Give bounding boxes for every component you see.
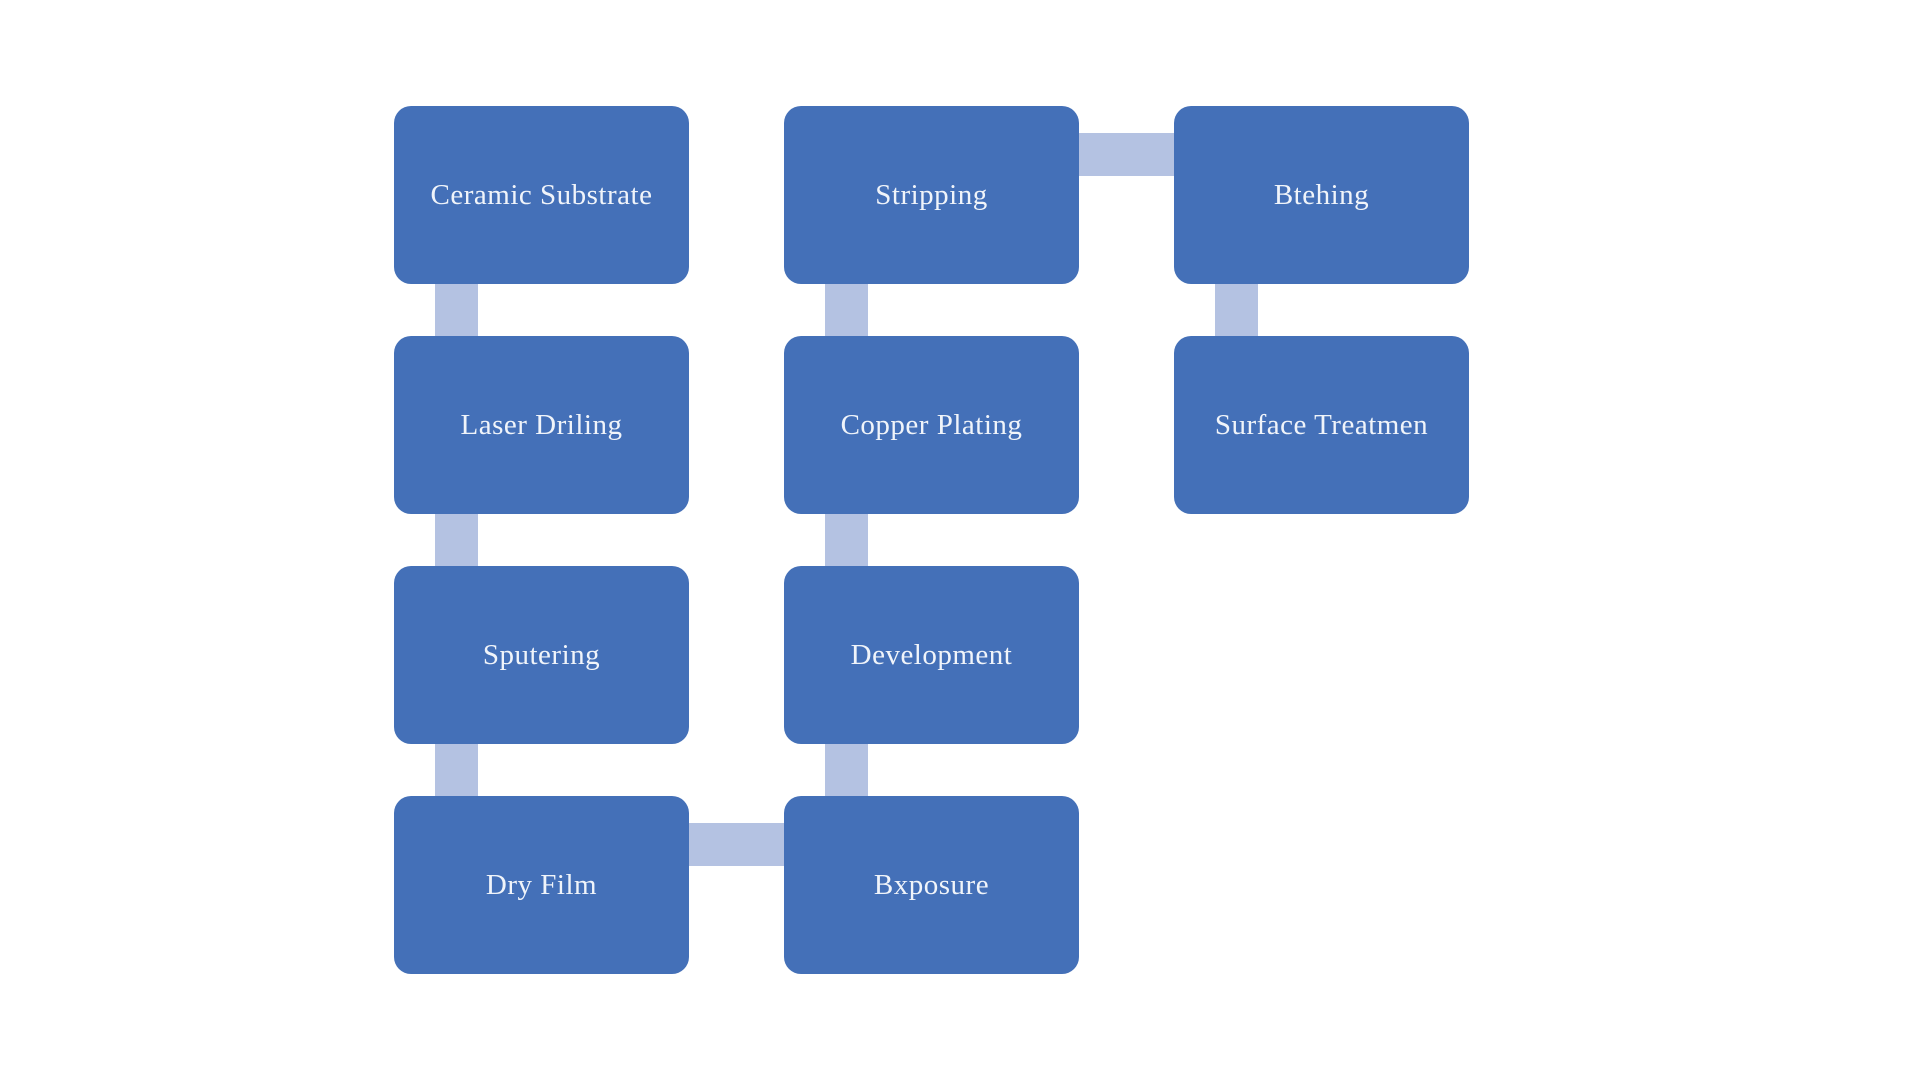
node-surface-treatmen[interactable]: Surface Treatmen: [1174, 336, 1469, 514]
node-sputering[interactable]: Sputering: [394, 566, 689, 744]
connector-dry-film-bxposure: [680, 823, 800, 866]
node-development[interactable]: Development: [784, 566, 1079, 744]
node-bxposure[interactable]: Bxposure: [784, 796, 1079, 974]
node-dry-film[interactable]: Dry Film: [394, 796, 689, 974]
node-label-sputering: Sputering: [482, 638, 601, 671]
node-stripping[interactable]: Stripping: [784, 106, 1079, 284]
node-label-dry-film: Dry Film: [485, 868, 598, 901]
node-label-ceramic-substrate: Ceramic Substrate: [430, 178, 653, 211]
node-label-surface-treatmen: Surface Treatmen: [1214, 408, 1429, 441]
node-laser-driling[interactable]: Laser Driling: [394, 336, 689, 514]
node-btehing[interactable]: Btehing: [1174, 106, 1469, 284]
node-label-laser-driling: Laser Driling: [460, 408, 623, 441]
node-label-development: Development: [850, 638, 1013, 671]
node-label-btehing: Btehing: [1273, 178, 1370, 211]
node-copper-plating[interactable]: Copper Plating: [784, 336, 1079, 514]
node-label-copper-plating: Copper Plating: [840, 408, 1023, 441]
connector-stripping-btehing: [1070, 133, 1190, 176]
node-label-stripping: Stripping: [875, 178, 988, 211]
node-label-bxposure: Bxposure: [873, 868, 990, 901]
node-ceramic-substrate[interactable]: Ceramic Substrate: [394, 106, 689, 284]
